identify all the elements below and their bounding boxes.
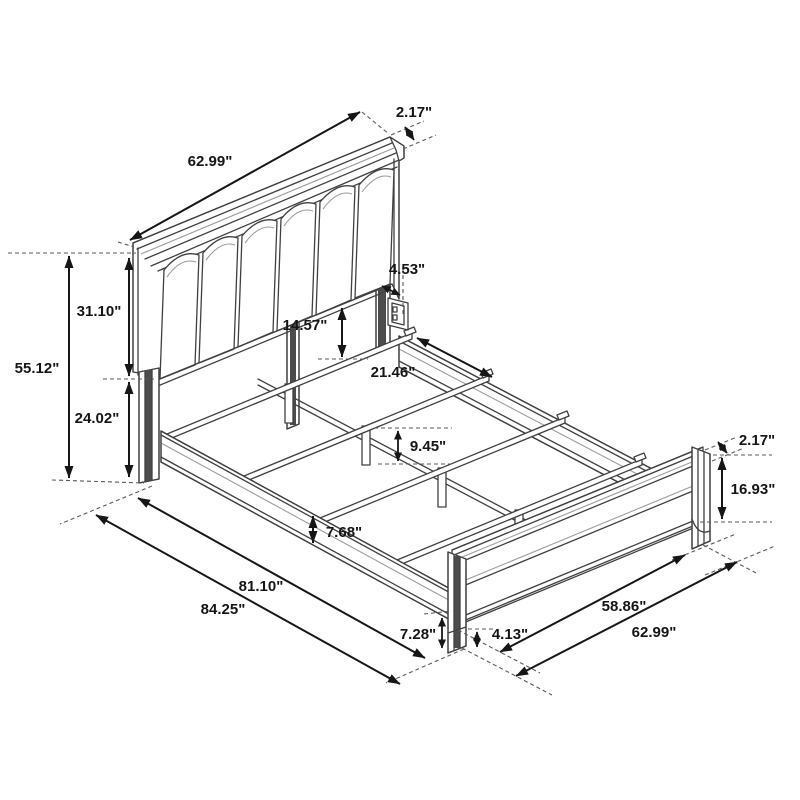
dim-overall-length-label: 84.25" xyxy=(201,601,246,618)
dim-slat-spacing-arrow xyxy=(416,337,493,378)
footboard-front-leg xyxy=(447,551,467,654)
dim-hook-offset-arrow xyxy=(381,285,401,296)
dim-hook-offset-label: 4.53" xyxy=(389,261,425,278)
dim-inner-length-label: 81.10" xyxy=(239,578,284,595)
dim-rail-height-label: 7.68" xyxy=(326,524,362,541)
guide-fbwidth-right-2 xyxy=(704,545,776,576)
dimension-annotations: 2.17" 62.99" 4.53" 31.10" 14.57" 55.12" … xyxy=(8,104,776,696)
dim-overall-length-arrow xyxy=(95,514,401,685)
guide-fbwidth-right-1 xyxy=(671,533,737,561)
guide-length-right xyxy=(385,648,465,684)
mattress-slats xyxy=(166,326,647,567)
guide-fbwidth-left-2 xyxy=(461,647,553,696)
footboard-back-leg xyxy=(691,446,711,550)
dim-support-leg-label: 9.45" xyxy=(410,438,446,455)
guide-hb-thickness-1 xyxy=(390,120,425,136)
dim-footboard-leg-lower-label: 4.13" xyxy=(492,626,528,643)
guide-fb-thickness-1 xyxy=(704,436,738,451)
dim-footboard-width-label: 62.99" xyxy=(632,624,677,641)
dim-footboard-inner-width-label: 58.86" xyxy=(602,598,647,615)
dim-headboard-width-label: 62.99" xyxy=(188,153,233,170)
dim-slat-spacing-label: 21.46" xyxy=(371,364,416,381)
guide-fbleg-floor xyxy=(702,544,759,575)
dim-headboard-thickness-label: 2.17" xyxy=(396,104,432,121)
dim-footboard-width-arrow xyxy=(515,561,738,677)
dim-clearance-label: 14.57" xyxy=(283,317,328,334)
guide-hb-thickness-2 xyxy=(402,134,437,150)
dim-headboard-leg-label: 24.02" xyxy=(75,410,120,427)
dim-headboard-thickness-arrow xyxy=(404,126,415,141)
dim-footboard-height-label: 16.93" xyxy=(731,481,776,498)
dim-headboard-height-label: 55.12" xyxy=(15,360,60,377)
guide-headboard-floor xyxy=(59,485,153,525)
guide-floor-left xyxy=(51,479,145,484)
headboard-left-leg xyxy=(138,367,160,484)
dim-footboard-leg-label: 7.28" xyxy=(400,626,436,643)
footboard xyxy=(447,446,711,654)
dim-footboard-thickness-arrow xyxy=(717,441,728,454)
guide-fbleg-top xyxy=(423,610,453,615)
dim-headboard-width-arrow xyxy=(129,111,361,241)
dim-footboard-thickness-label: 2.17" xyxy=(739,432,775,449)
guide-width-left xyxy=(117,241,135,248)
dim-panel-height-label: 31.10" xyxy=(77,303,122,320)
guide-width-right xyxy=(361,111,390,135)
rail-bracket xyxy=(387,297,409,331)
